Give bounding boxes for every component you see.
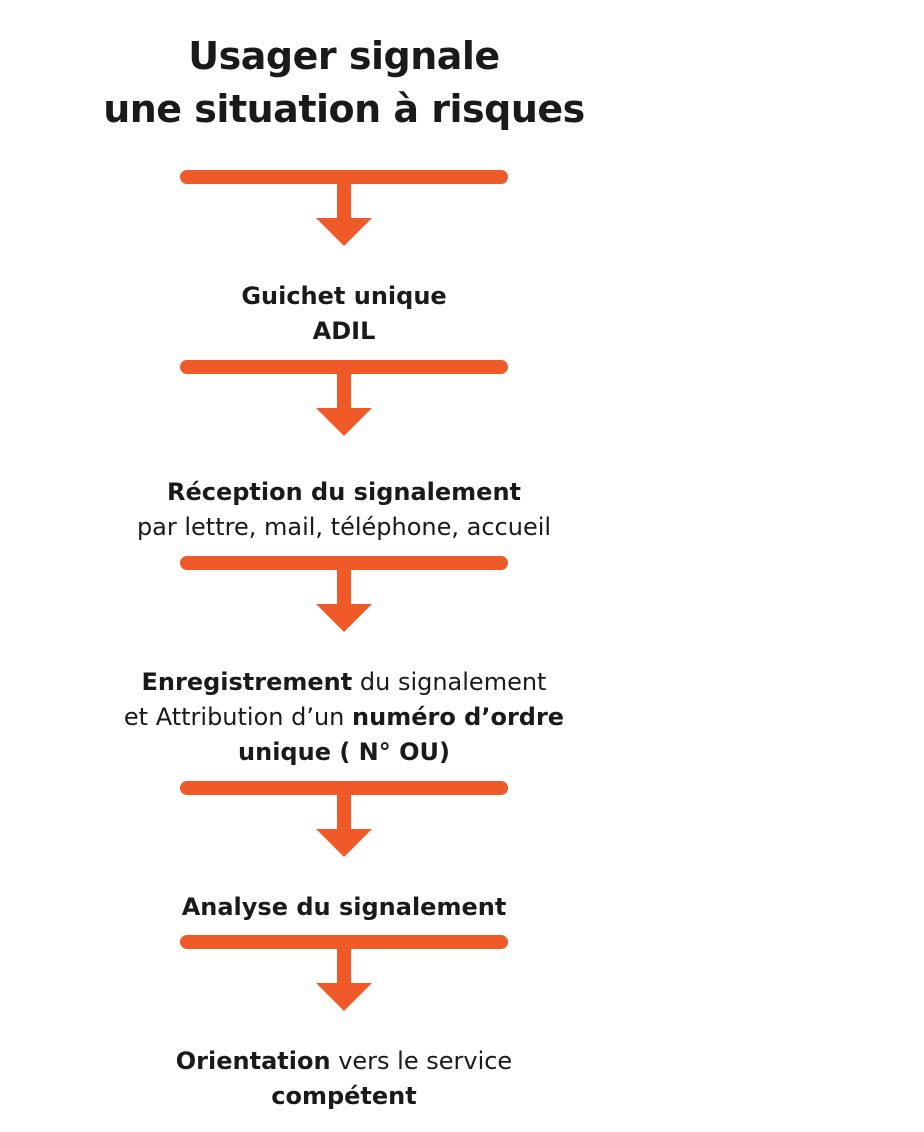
step-text-bold: Guichet unique [241, 282, 447, 310]
step-analyse: Analyse du signalement [44, 890, 644, 925]
step-text: vers le service [330, 1047, 513, 1075]
step-text: du signalement [352, 668, 547, 696]
arrow-graphic [180, 781, 508, 857]
step-text: et Attribution d’un [123, 703, 353, 731]
arrow-graphic [180, 360, 508, 436]
arrow-stem [337, 178, 351, 222]
step-reception: Réception du signalement par lettre, mail… [44, 475, 644, 545]
arrow-head [316, 829, 372, 857]
title-line-1: Usager signale [188, 34, 500, 78]
step-text-bold: Réception du signalement [166, 478, 521, 506]
step-text-bold: Enregistrement [141, 668, 353, 696]
step-text-bold: compétent [271, 1082, 417, 1110]
arrow-head [316, 218, 372, 246]
arrow-head [316, 604, 372, 632]
step-text-line: ADIL [44, 314, 644, 349]
flow-arrow [180, 360, 508, 436]
step-text-line: et Attribution d’un numéro d’ordre [44, 700, 644, 735]
step-text-line: Guichet unique [44, 279, 644, 314]
arrow-stem [337, 368, 351, 412]
arrow-graphic [180, 556, 508, 632]
flow-arrow [180, 781, 508, 857]
step-text-line: unique ( N° OU) [44, 735, 644, 770]
diagram-title: Usager signale une situation à risques [44, 30, 644, 136]
arrow-bar [180, 170, 508, 184]
step-text-bold: unique ( N° OU) [238, 738, 450, 766]
step-text-line: Réception du signalement [44, 475, 644, 510]
step-text-bold: Orientation [175, 1047, 331, 1075]
arrow-stem [337, 789, 351, 833]
step-text-bold: ADIL [312, 317, 376, 345]
step-text-line: Orientation vers le service [44, 1044, 644, 1079]
step-text: par lettre, mail, téléphone, accueil [136, 513, 552, 541]
arrow-stem [337, 564, 351, 608]
flow-arrow [180, 556, 508, 632]
step-orientation: Orientation vers le service compétent [44, 1044, 644, 1114]
title-line-2: une situation à risques [103, 87, 585, 131]
flow-arrow [180, 170, 508, 246]
step-text-line: Enregistrement du signalement [44, 665, 644, 700]
arrow-graphic [180, 935, 508, 1011]
step-text-bold: Analyse du signalement [181, 893, 507, 921]
arrow-graphic [180, 170, 508, 246]
arrow-stem [337, 943, 351, 987]
step-text-line: par lettre, mail, téléphone, accueil [44, 510, 644, 545]
step-text-bold: numéro d’ordre [352, 703, 565, 731]
flow-arrow [180, 935, 508, 1011]
step-text-line: Analyse du signalement [44, 890, 644, 925]
arrow-bar [180, 781, 508, 795]
arrow-head [316, 408, 372, 436]
arrow-bar [180, 556, 508, 570]
arrow-bar [180, 360, 508, 374]
step-text-line: compétent [44, 1079, 644, 1114]
arrow-head [316, 983, 372, 1011]
arrow-bar [180, 935, 508, 949]
